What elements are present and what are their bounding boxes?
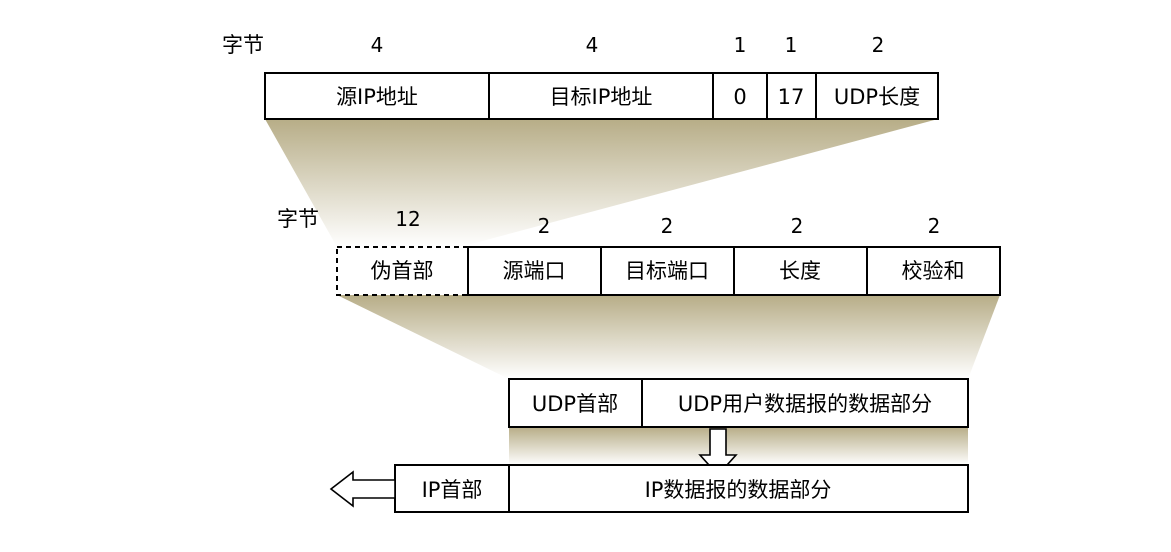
row1-size-src-ip: 4 [371,33,384,57]
row2-cell-checksum [866,246,1001,296]
row2-cell-dst-port [600,246,735,296]
row3-fields: UDP首部 UDP用户数据报的数据部分 [508,378,969,428]
row2-size-checksum: 2 [928,214,941,238]
funnel-row3-to-row4 [509,427,968,465]
row2-cell-length [733,246,868,296]
row2-byte-label: 字节 [277,207,319,231]
row1-size-protocol: 1 [785,33,798,57]
row2-fields: 伪首部 源端口 目标端口 长度 校验和 [336,246,1001,296]
row1-cell-src-ip [264,72,490,120]
row1-field-src-ip: 源IP地址 [336,85,418,109]
row1-sizes: 4 4 1 1 2 [371,33,885,57]
row4-field-ip-header: IP首部 [422,478,483,502]
row1-field-dst-ip: 目标IP地址 [550,85,653,109]
row1-field-protocol: 17 [778,85,805,109]
row4-fields: IP首部 IP数据报的数据部分 [394,464,969,513]
row2-field-checksum: 校验和 [902,259,965,283]
row3-cell-udp-data [641,378,969,428]
row1-field-udp-length: UDP长度 [834,85,920,109]
row1-fields: 源IP地址 目标IP地址 0 17 UDP长度 [264,72,939,120]
row4-cell-ip-data [508,464,969,513]
row2-sizes: 12 2 2 2 2 [395,207,940,238]
row4-cell-ip-header [394,464,510,513]
row2-size-dst-port: 2 [661,214,674,238]
arrow-left-icon [329,470,396,508]
funnel-row1-to-row2 [265,119,938,247]
row1-size-udp-length: 2 [872,33,885,57]
row1-size-zero: 1 [734,33,747,57]
row1-cell-udp-length [815,72,939,120]
row1-field-zero: 0 [733,85,746,109]
row1-cell-dst-ip [488,72,714,120]
row1-size-dst-ip: 4 [586,33,599,57]
row2-size-length: 2 [791,214,804,238]
row1-cell-zero [712,72,768,120]
funnel-row2-to-row3 [337,295,1000,379]
row2-size-src-port: 2 [538,214,551,238]
row2-field-pseudo-header: 伪首部 [371,259,434,283]
row3-field-udp-header: UDP首部 [532,392,618,416]
row2-field-dst-port: 目标端口 [625,259,709,283]
row2-field-length: 长度 [779,259,821,283]
row3-cell-udp-header [508,378,643,428]
row3-field-udp-data: UDP用户数据报的数据部分 [678,392,932,416]
row4-field-ip-data: IP数据报的数据部分 [645,478,832,502]
row2-cell-src-port [467,246,602,296]
row2-field-src-port: 源端口 [503,259,566,283]
row2-size-pseudo-header: 12 [395,207,420,231]
row1-byte-label: 字节 [222,33,264,57]
